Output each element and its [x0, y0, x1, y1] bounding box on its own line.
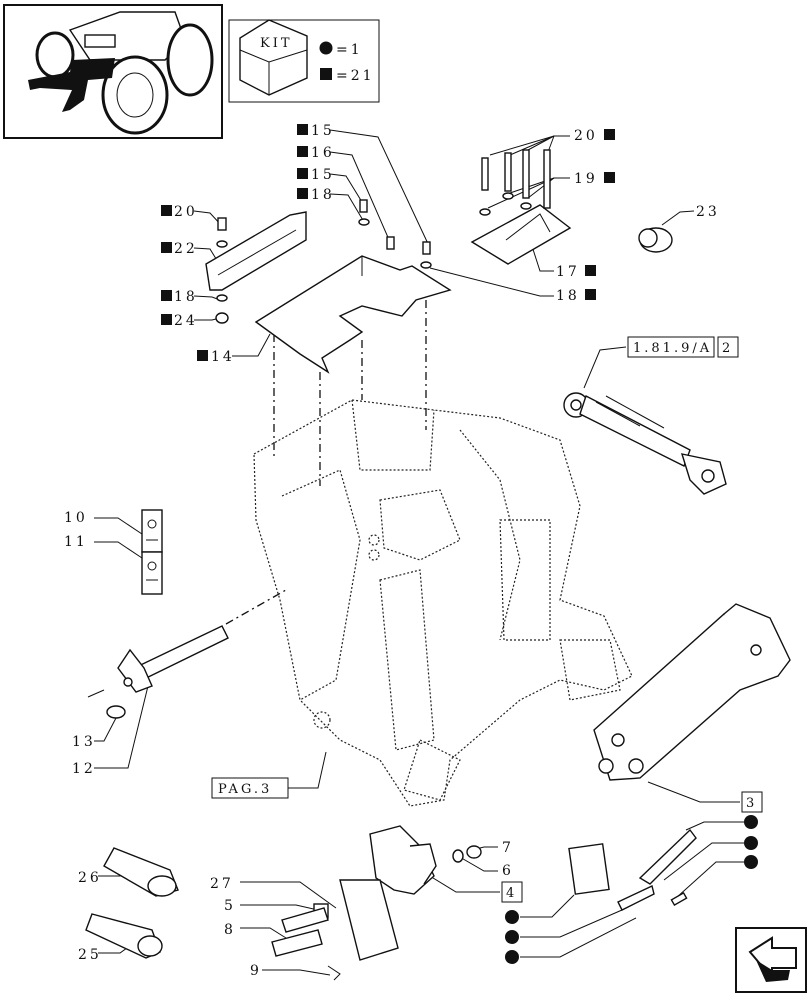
square-markers [161, 124, 615, 361]
couplings-25-26[interactable] [85, 847, 179, 959]
svg-text:1.81.9/A: 1.81.9/A [633, 341, 712, 356]
callout-18b: 18 [174, 289, 198, 305]
callout-26: 26 [78, 870, 102, 886]
callout-23: 23 [696, 204, 720, 220]
lower-link-arm[interactable] [593, 603, 791, 781]
callout-15a: 15 [311, 123, 335, 139]
callout-15b: 15 [311, 167, 335, 183]
callout-11: 11 [64, 534, 88, 550]
next-page-arrow-icon[interactable] [735, 927, 807, 993]
callout-20a: 20 [174, 204, 198, 220]
callout-20b: 20 [574, 128, 598, 144]
svg-text:4: 4 [506, 886, 517, 901]
bracket-22[interactable] [205, 211, 307, 324]
square-qty: =21 [336, 68, 375, 84]
callout-27: 27 [210, 876, 234, 892]
callout-22: 22 [174, 241, 198, 257]
callout-19: 19 [574, 171, 598, 187]
circle-qty: =1 [336, 42, 363, 58]
callout-18c: 18 [556, 288, 580, 304]
callout-6: 6 [502, 863, 514, 879]
callout-12: 12 [72, 761, 96, 777]
kit-legend: KIT =1 =21 [228, 19, 380, 103]
pins-5-8-27-9[interactable] [271, 903, 341, 981]
circle-marker-icon [319, 41, 333, 55]
callout-18a: 18 [311, 187, 335, 203]
svg-text:PAG.3: PAG.3 [218, 782, 272, 797]
bushing-23[interactable] [638, 227, 673, 253]
kit-box-icon [239, 19, 308, 96]
callout-10: 10 [64, 510, 88, 526]
circle-markers [505, 815, 758, 964]
callout-17: 17 [556, 264, 580, 280]
callout-8: 8 [224, 922, 236, 938]
callout-16: 16 [311, 145, 335, 161]
ref-pag3[interactable]: PAG.3 [211, 777, 289, 799]
tractor-thumbnail[interactable] [3, 4, 223, 139]
hook-end-4[interactable] [339, 825, 482, 961]
bolts-15-16[interactable] [358, 199, 432, 269]
callout-24: 24 [174, 313, 198, 329]
square-marker-icon [320, 68, 332, 80]
svg-text:2: 2 [722, 341, 733, 356]
callout-25: 25 [78, 947, 102, 963]
decals-10-11[interactable] [141, 509, 163, 595]
hitch-frame[interactable] [253, 399, 633, 807]
ref-181-9a[interactable]: 1.81.9/A 2 [627, 336, 739, 358]
ref-box-4[interactable]: 4 [501, 881, 523, 903]
ref-box-3[interactable]: 3 [741, 791, 763, 813]
callout-labels: 15 16 15 18 20 22 18 24 14 20 19 17 18 2… [64, 123, 720, 979]
pin-shaft-12[interactable] [87, 625, 229, 719]
assembly-lines [225, 300, 427, 625]
svg-text:3: 3 [746, 796, 757, 811]
kit-label: KIT [260, 36, 293, 51]
plate-17[interactable] [470, 149, 572, 265]
callout-14: 14 [211, 349, 235, 365]
plate-14[interactable] [254, 255, 452, 374]
callout-9: 9 [250, 963, 262, 979]
callout-7: 7 [502, 840, 514, 856]
quick-coupler-parts[interactable] [568, 828, 697, 911]
top-link[interactable] [563, 392, 727, 495]
callout-5: 5 [224, 898, 236, 914]
callout-13: 13 [72, 734, 96, 750]
